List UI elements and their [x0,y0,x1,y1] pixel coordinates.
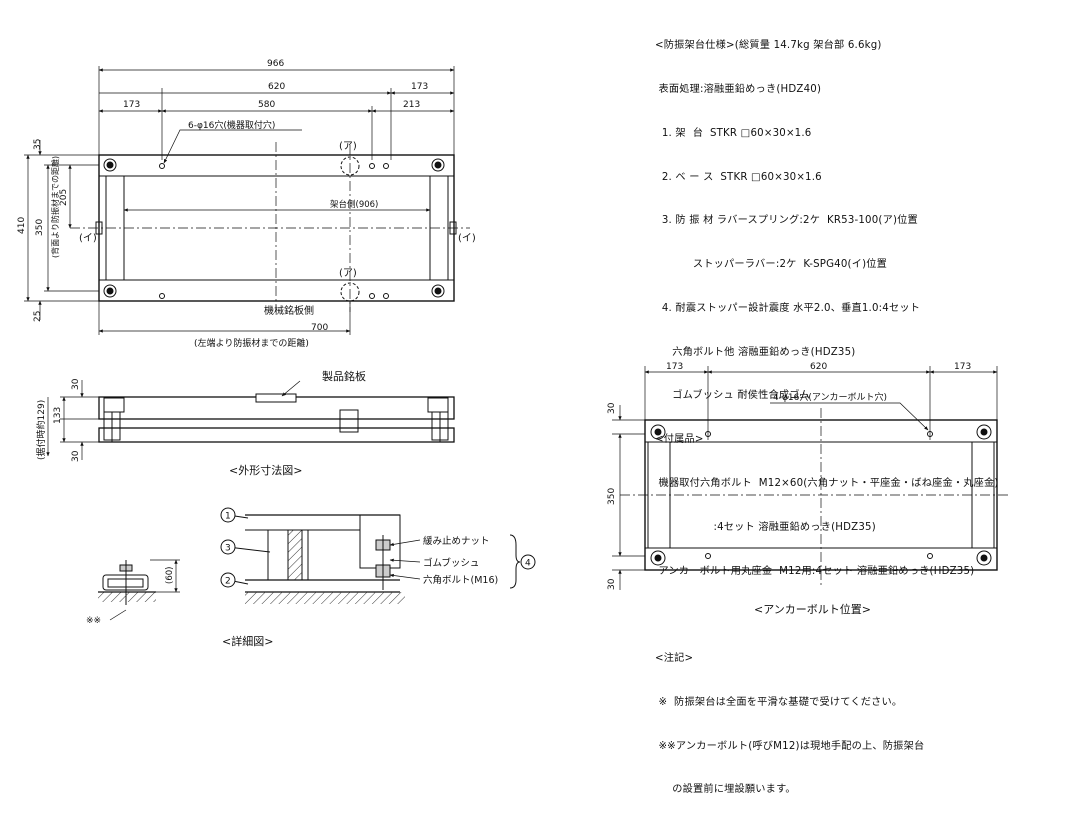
note-line [655,608,1075,623]
anchor-dim-350: 350 [607,488,617,505]
dim-350: 350 [35,219,45,236]
note-line: <注記> [655,653,694,665]
note-line: ストッパーラバー:2ケ K-SPG40(イ)位置 [655,259,888,271]
dim-620: 620 [268,82,285,92]
product-plate-label: 製品銘板 [322,369,366,383]
spec-notes: <防振架台仕様>(総質量 14.7kg 架台部 6.6kg) 表面処理:溶融亜鉛… [655,10,1075,813]
anchor-dim-173-right: 173 [954,362,971,372]
rubber-bush-label: ゴムブッシュ [423,557,479,569]
side-view [46,380,455,460]
dim-detail-60: (60) [165,567,175,584]
back-distance-label: (背面より防振材までの距離) [50,156,60,258]
frame-side-label: 架台側(906) [330,199,378,210]
i-left-label: (イ) [79,233,97,244]
note-line: <防振架台仕様>(総質量 14.7kg 架台部 6.6kg) [655,40,882,52]
note-line: :4セット 溶融亜鉛めっき(HDZ35) [655,521,876,533]
anchor-bolt-icon [650,424,666,440]
dim-205: 205 [59,189,69,206]
anchor-bolt-icon [976,550,992,566]
anchor-bolt-icon [976,424,992,440]
note-line: の設置前に埋設願います。 [655,784,796,796]
anchor-view [612,366,1010,590]
mount-holes-label: 6-φ16穴(機器取付穴) [188,119,275,131]
dim-213: 213 [403,100,420,110]
anchor-dim-30-top: 30 [607,402,617,414]
dim-173-right: 173 [411,82,428,92]
note-line: アンカーボルト用丸座金 M12用:4セット 溶融亜鉛めっき(HDZ35) [655,565,975,577]
callout-2: 2 [225,577,231,587]
top-view-texts: 966 620 173 173 580 213 6-φ16穴(機器取付穴) (ア… [17,59,476,349]
anchor-texts: 173 620 173 4-φ16穴(アンカーボルト穴) 30 350 30 <… [607,362,971,616]
distance-caption: (左端より防振材までの距離) [194,337,309,349]
note-line: 2. ベ ー ス STKR □60×30×1.6 [655,171,822,183]
note-line: 機器取付六角ボルト M12×60(六角ナット・平座金・ばね座金・丸座金) [655,478,999,489]
dim-700: 700 [311,323,328,333]
detail-view [98,507,536,621]
dim-580: 580 [258,100,275,110]
callout-3: 3 [225,544,231,554]
install-height-label: (据付時約129) [35,400,47,460]
dim-173-left: 173 [123,100,140,110]
note-line: 4. 耐震ストッパー設計震度 水平2.0、垂直1.0:4セット [655,302,921,314]
technical-drawing: 966 620 173 173 580 213 6-φ16穴(機器取付穴) (ア… [17,59,1010,649]
note-line: 表面処理:溶融亜鉛めっき(HDZ40) [655,83,822,95]
corner-bolt-icon [431,284,445,298]
corner-bolt-icon [103,284,117,298]
drawing-sheet: 966 620 173 173 580 213 6-φ16穴(機器取付穴) (ア… [17,40,1010,795]
note-line: <付属品> [655,434,704,446]
i-right-label: (イ) [458,233,476,244]
detail-title: <詳細図> [222,634,273,648]
note-line: ※※アンカーボルト(呼びM12)は現地手配の上、防振架台 [655,740,925,752]
dim-25: 25 [33,311,43,322]
note-line: 1. 架 台 STKR □60×30×1.6 [655,127,812,139]
dim-410: 410 [17,217,27,234]
corner-bolt-icon [103,158,117,172]
side-view-texts: 製品銘板 30 133 30 (据付時約129) <外形寸法図> [35,369,366,477]
kome-kome-label: ※※ [86,616,101,626]
a-top-label: (ア) [339,141,357,152]
callout-4: 4 [525,559,531,569]
top-dimensions [24,66,455,335]
note-line: 六角ボルト他 溶融亜鉛めっき(HDZ35) [655,346,856,358]
note-line: 3. 防 振 材 ラバースプリング:2ケ KR53-100(ア)位置 [655,215,918,227]
lock-nut-label: 緩み止めナット [423,535,490,547]
dim-side-30-top: 30 [71,378,81,390]
outline-title: <外形寸法図> [229,463,302,477]
dim-35: 35 [33,139,43,150]
dim-side-30-bottom: 30 [71,450,81,462]
nameplate-side-label: 機械銘板側 [264,304,314,317]
anchor-dim-30-bottom: 30 [607,578,617,590]
anchor-dim-620: 620 [810,362,827,372]
anchor-title: <アンカーボルト位置> [754,602,871,616]
detail-texts: 1 3 2 4 緩み止めナット ゴムブッシュ 六角ボルト(M16) (60) ※… [86,512,531,649]
anchor-dim-173-left: 173 [666,362,683,372]
top-view [70,142,470,312]
note-line: ゴムブッシュ 耐侯性合成ゴム [655,390,811,402]
callout-1: 1 [225,512,231,522]
dim-966: 966 [267,59,284,69]
a-bottom-label: (ア) [339,268,357,279]
dim-133: 133 [53,407,63,424]
hex-bolt-label: 六角ボルト(M16) [423,574,498,586]
anchor-holes-label: 4-φ16穴(アンカーボルト穴) [773,391,887,403]
corner-bolt-icon [431,158,445,172]
anchor-bolt-icon [650,550,666,566]
note-line: ※ 防振架台は全面を平滑な基礎で受けてください。 [655,696,903,708]
